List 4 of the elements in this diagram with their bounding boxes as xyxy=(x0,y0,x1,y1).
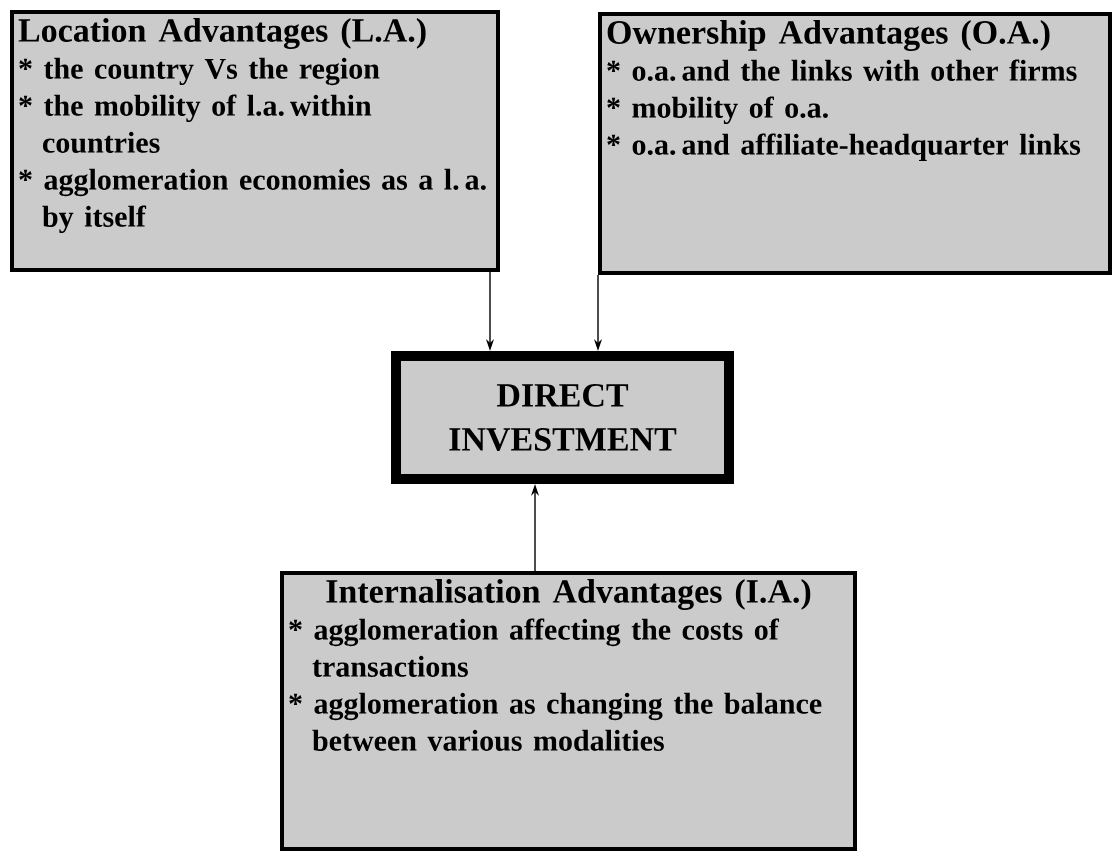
internalisation-box: Internalisation Advantages (I.A.) * agglomeration affecting the costs of transactions * agglomeration as changing the balance between various modalities xyxy=(280,571,857,851)
ownership-box: Ownership Advantages (O.A.) * o.a. and the links with other firms * mobility of o.a. * o.a. and affiliate-headquarter links xyxy=(598,12,1112,275)
location-box: Location Advantages (L.A.) * the country Vs the region * the mobility of l.a. within countries * agglomeration economies as a l. a. by itself xyxy=(10,10,500,272)
investment-box: DIRECT INVESTMENT xyxy=(391,351,734,484)
